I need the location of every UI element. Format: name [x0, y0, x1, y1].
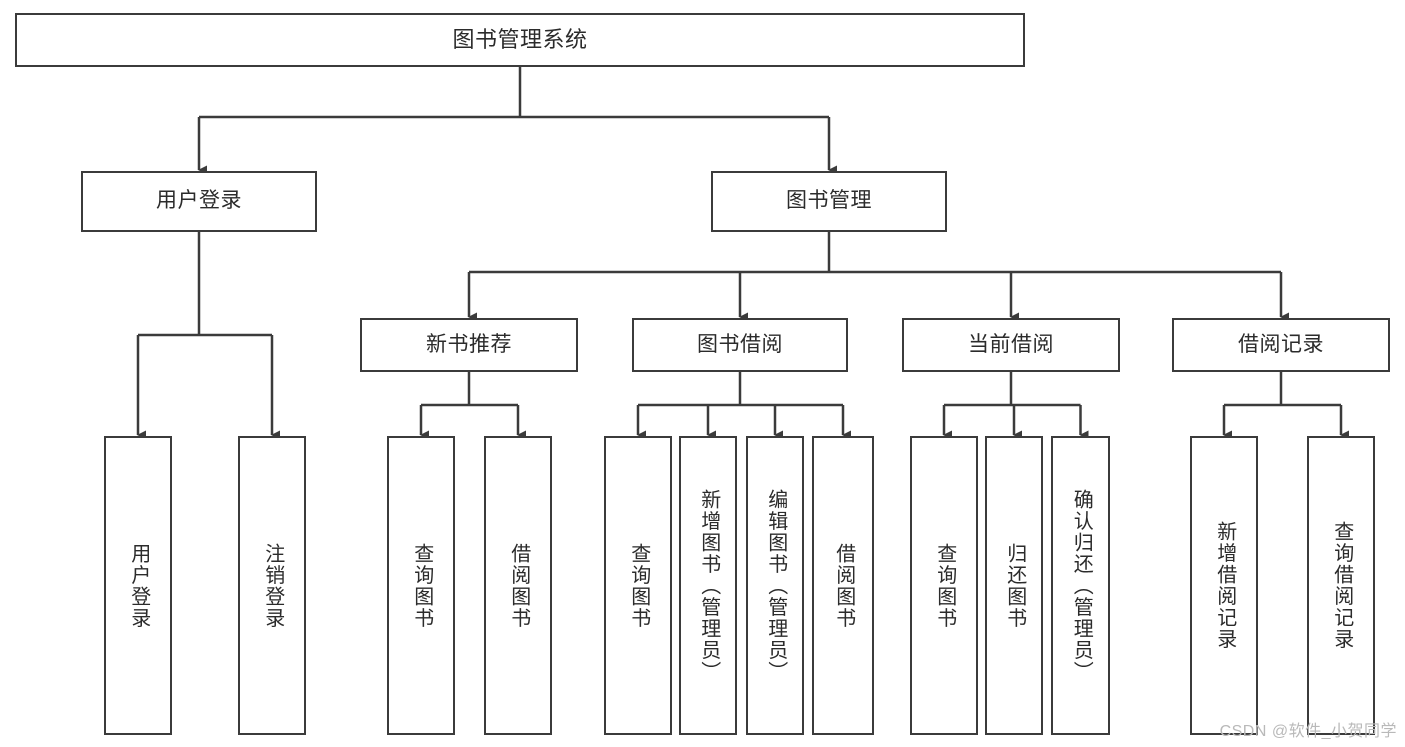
- node-label: 借阅图书: [832, 542, 855, 629]
- node-user-login[interactable]: 用户登录: [81, 171, 317, 232]
- node-label: 查询图书: [627, 542, 650, 629]
- node-label: 图书管理: [786, 189, 872, 213]
- node-leaf-query-book-1[interactable]: 查询图书: [387, 436, 455, 735]
- node-label: 图书管理系统: [452, 27, 588, 53]
- node-label: 当前借阅: [968, 332, 1054, 356]
- node-label: 编辑图书（管理员）: [764, 488, 787, 683]
- node-leaf-logout-login[interactable]: 注销登录: [238, 436, 306, 735]
- node-label: 用户登录: [127, 542, 150, 629]
- node-label: 查询借阅记录: [1330, 521, 1353, 650]
- node-borrow-record[interactable]: 借阅记录: [1172, 318, 1390, 372]
- node-book-manage[interactable]: 图书管理: [711, 171, 947, 232]
- node-leaf-query-book-3[interactable]: 查询图书: [910, 436, 978, 735]
- node-label: 确认归还（管理员）: [1070, 488, 1093, 683]
- node-label: 用户登录: [156, 189, 242, 213]
- node-leaf-borrow-book-1[interactable]: 借阅图书: [484, 436, 552, 735]
- node-leaf-edit-book-admin[interactable]: 编辑图书（管理员）: [746, 436, 804, 735]
- watermark-text: CSDN @软件_小贺同学: [1219, 723, 1397, 740]
- node-leaf-user-login[interactable]: 用户登录: [104, 436, 172, 735]
- node-leaf-query-borrow-record[interactable]: 查询借阅记录: [1307, 436, 1375, 735]
- node-book-borrow[interactable]: 图书借阅: [632, 318, 848, 372]
- node-label: 借阅图书: [507, 542, 530, 629]
- node-label: 新增图书（管理员）: [697, 488, 720, 683]
- node-leaf-confirm-return-admin[interactable]: 确认归还（管理员）: [1051, 436, 1110, 735]
- node-label: 图书借阅: [697, 332, 783, 356]
- node-label: 新书推荐: [426, 332, 512, 356]
- connector-edges: [136, 67, 1349, 440]
- node-leaf-borrow-book-2[interactable]: 借阅图书: [812, 436, 874, 735]
- node-leaf-return-book[interactable]: 归还图书: [985, 436, 1043, 735]
- node-current-borrow[interactable]: 当前借阅: [902, 318, 1120, 372]
- node-label: 归还图书: [1003, 542, 1026, 629]
- node-label: 新增借阅记录: [1213, 521, 1236, 650]
- node-label: 查询图书: [933, 542, 956, 629]
- node-leaf-add-book-admin[interactable]: 新增图书（管理员）: [679, 436, 737, 735]
- node-new-book-recommend[interactable]: 新书推荐: [360, 318, 578, 372]
- node-root[interactable]: 图书管理系统: [15, 13, 1025, 67]
- node-leaf-query-book-2[interactable]: 查询图书: [604, 436, 672, 735]
- node-label: 借阅记录: [1238, 332, 1324, 356]
- node-label: 注销登录: [261, 542, 284, 629]
- node-label: 查询图书: [410, 542, 433, 629]
- node-leaf-add-borrow-record[interactable]: 新增借阅记录: [1190, 436, 1258, 735]
